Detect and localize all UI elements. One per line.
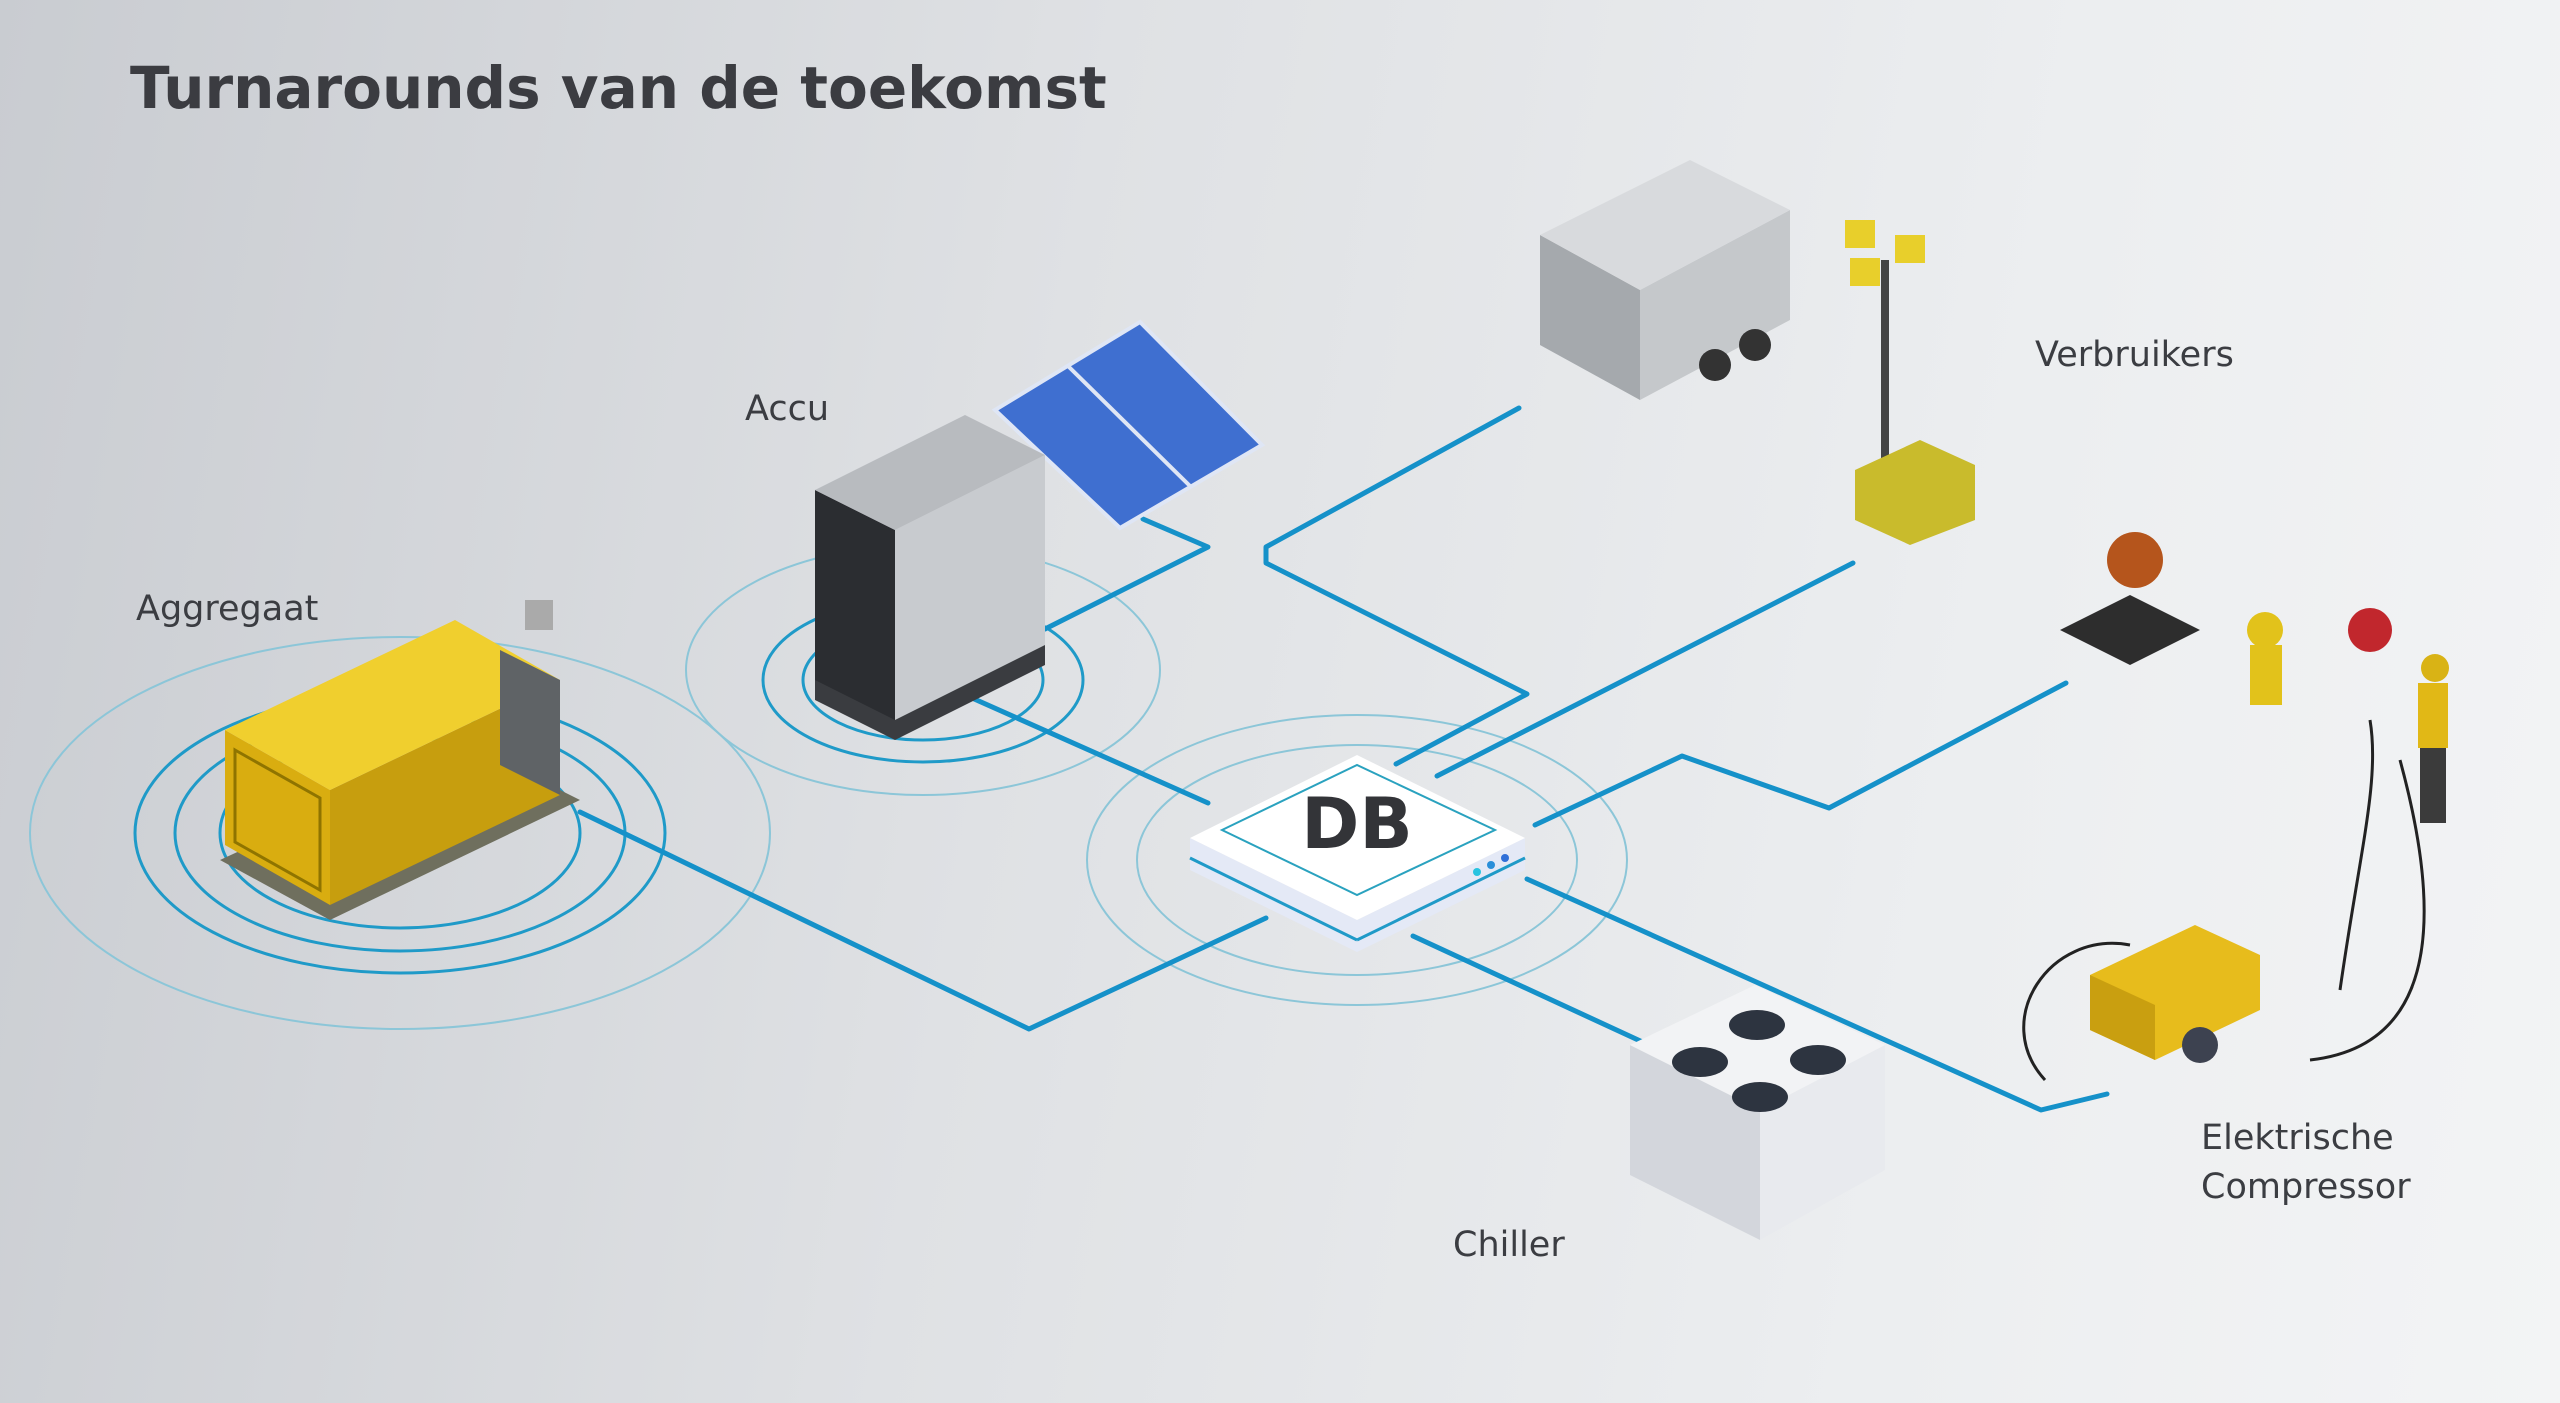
electric-compressor-illustration [2022, 719, 2426, 1082]
cable-compressor [1524, 876, 2110, 1113]
consumers-label: Verbruikers [2035, 335, 2234, 375]
hub-label: DB [1301, 783, 1412, 865]
generator-label: Aggregaat [136, 589, 318, 629]
hub-signal-rings [1086, 714, 1628, 1006]
chiller-label: Chiller [1453, 1225, 1565, 1265]
compressor-label-line2: Compressor [2201, 1167, 2411, 1207]
status-led-icon [1487, 861, 1495, 869]
cable-site-cabin [1263, 405, 1530, 767]
generator-illustration [220, 600, 580, 920]
site-cabin-illustration [1540, 160, 1790, 400]
cable-generator [577, 809, 1269, 1032]
page-title: Turnarounds van de toekomst [130, 54, 1107, 122]
power-cables [577, 405, 2110, 1113]
distribution-board-hub: DB [1189, 755, 1526, 952]
cable-solar [1042, 516, 1211, 632]
chiller-illustration [1630, 985, 1885, 1240]
battery-illustration [815, 415, 1045, 740]
light-tower-illustration [1845, 220, 1975, 545]
cable-battery [960, 691, 1211, 806]
cable-chiller [1410, 933, 1652, 1048]
compressor-label-line1: Elektrische [2201, 1118, 2394, 1158]
status-led-icon [1473, 868, 1481, 876]
cable-light-tower [1434, 560, 1856, 779]
workers-illustration [2060, 532, 2449, 823]
status-led-icon [1501, 854, 1509, 862]
battery-label: Accu [745, 389, 829, 429]
solar-panel-illustration [991, 319, 1266, 531]
cable-welders [1532, 680, 2069, 828]
